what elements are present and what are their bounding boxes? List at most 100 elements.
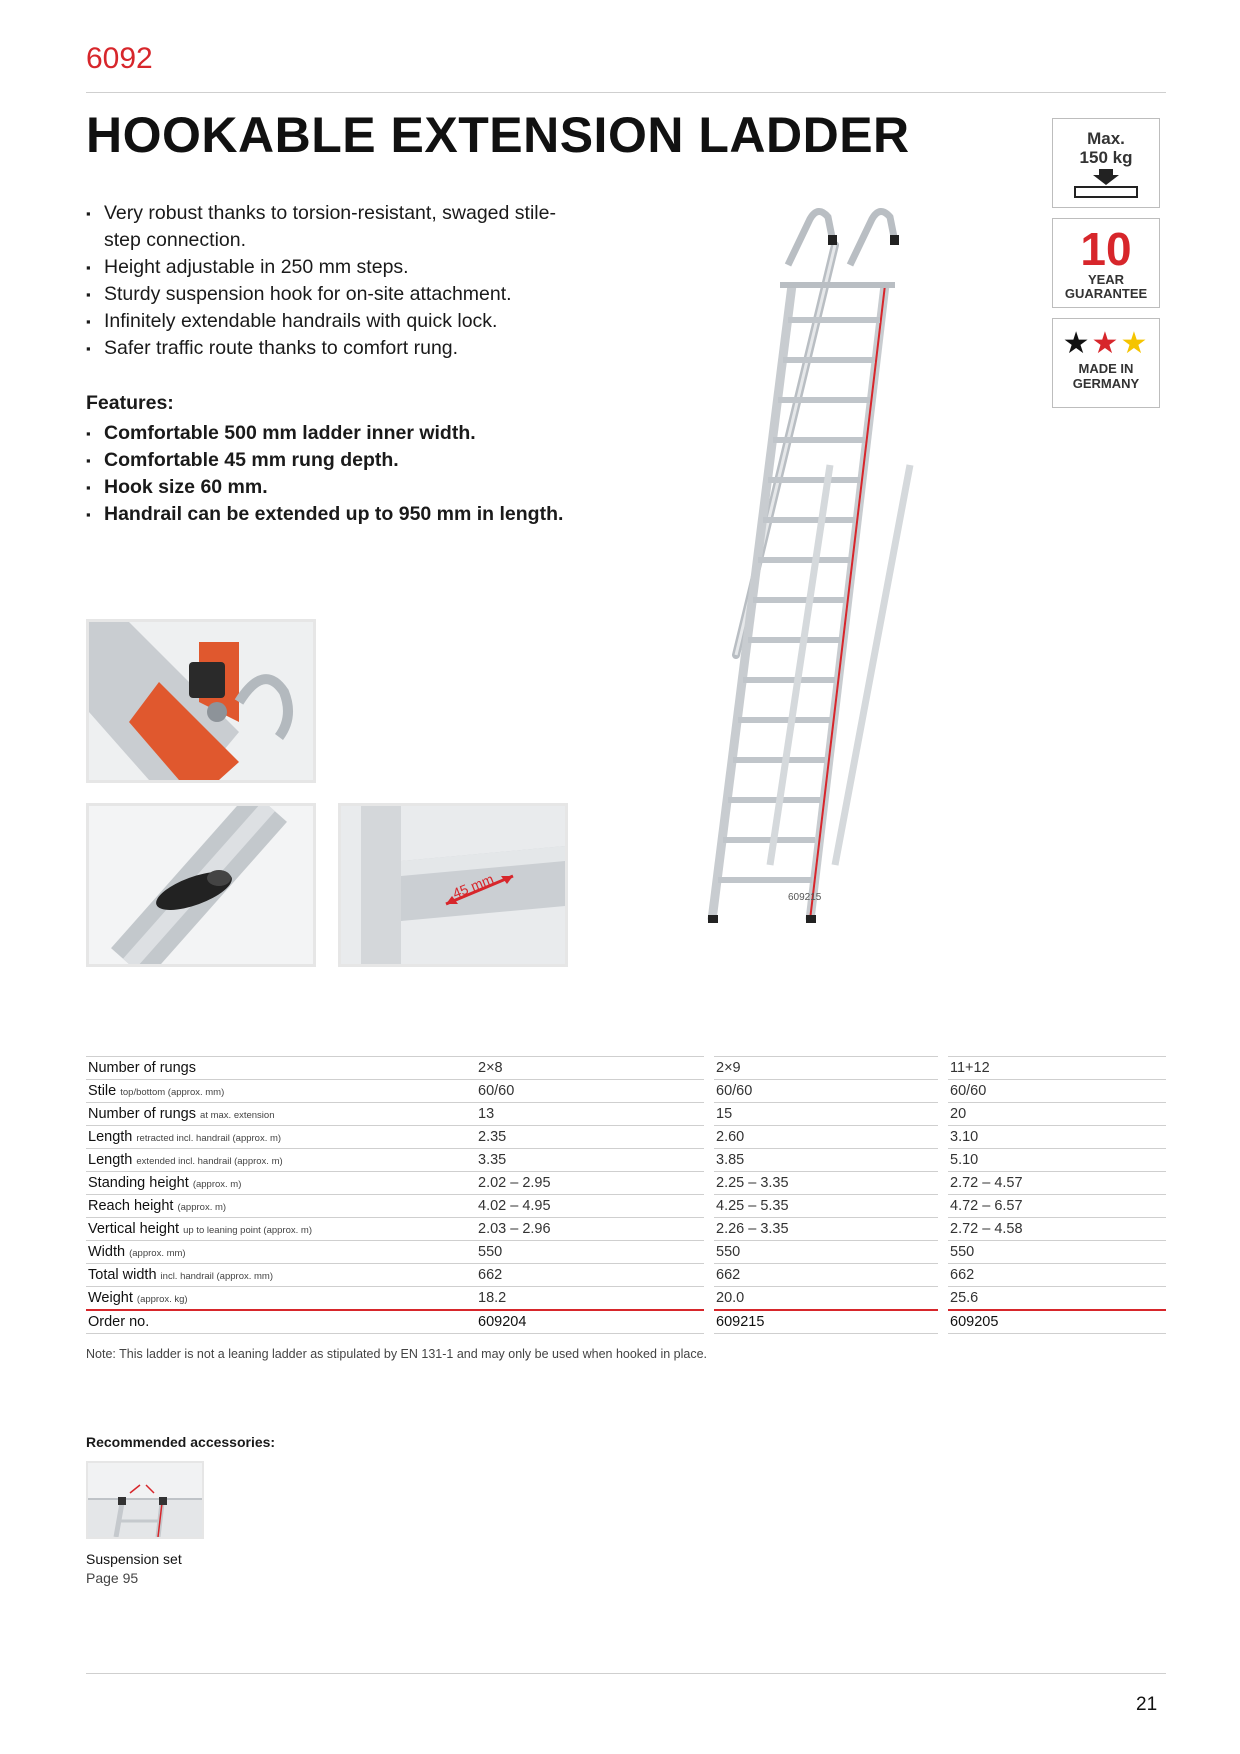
table-cell: 20 bbox=[948, 1102, 1166, 1126]
table-row: Weight (approx. kg) 18.2 20.0 25.6 bbox=[86, 1286, 1166, 1310]
table-cell: 11+12 bbox=[948, 1056, 1166, 1080]
table-cell: 20.0 bbox=[714, 1286, 938, 1310]
stars-icon: ★★★ bbox=[1062, 327, 1150, 360]
table-row: Stile top/bottom (approx. mm) 60/60 60/6… bbox=[86, 1079, 1166, 1103]
table-cell: 550 bbox=[476, 1240, 704, 1264]
table-row: Length retracted incl. handrail (approx.… bbox=[86, 1125, 1166, 1149]
accessories-heading: Recommended accessories: bbox=[86, 1434, 276, 1450]
features-list: Comfortable 500 mm ladder inner width. C… bbox=[86, 420, 646, 528]
table-row: Length extended incl. handrail (approx. … bbox=[86, 1148, 1166, 1172]
table-cell: 18.2 bbox=[476, 1286, 704, 1310]
accessory-name[interactable]: Suspension set bbox=[86, 1551, 182, 1567]
table-cell: 4.72 – 6.57 bbox=[948, 1194, 1166, 1218]
row-label: Vertical height bbox=[88, 1221, 180, 1237]
rung-depth-detail-image: 45 mm bbox=[338, 803, 568, 967]
row-qualifier: up to leaning point (approx. m) bbox=[183, 1225, 312, 1236]
specification-table: Number of rungs 2×8 2×9 11+12 Stile top/… bbox=[86, 1056, 1166, 1334]
row-label: Stile bbox=[88, 1083, 117, 1099]
hook-detail-drawing bbox=[89, 622, 313, 780]
benefits-list: Very robust thanks to torsion-resistant,… bbox=[86, 200, 586, 362]
row-qualifier: (approx. m) bbox=[177, 1202, 227, 1213]
table-row: Total width incl. handrail (approx. mm) … bbox=[86, 1263, 1166, 1287]
features-heading: Features: bbox=[86, 392, 174, 414]
page-number: 21 bbox=[1136, 1694, 1158, 1715]
table-cell: 4.02 – 4.95 bbox=[476, 1194, 704, 1218]
table-cell: 2.35 bbox=[476, 1125, 704, 1149]
table-cell: 2×8 bbox=[476, 1056, 704, 1080]
guarantee-years: 10 bbox=[1080, 223, 1132, 275]
table-row: Vertical height up to leaning point (app… bbox=[86, 1217, 1166, 1241]
table-cell: 550 bbox=[714, 1240, 938, 1264]
row-qualifier: (approx. m) bbox=[192, 1179, 242, 1190]
table-cell: 25.6 bbox=[948, 1286, 1166, 1310]
row-label: Total width bbox=[88, 1267, 157, 1283]
row-qualifier: retracted incl. handrail (approx. m) bbox=[136, 1133, 282, 1144]
benefit-item: Safer traffic route thanks to comfort ru… bbox=[86, 335, 586, 362]
table-cell: 2.26 – 3.35 bbox=[714, 1217, 938, 1241]
row-label: Number of rungs bbox=[88, 1106, 196, 1122]
feature-item: Hook size 60 mm. bbox=[86, 474, 646, 501]
table-cell: 2.60 bbox=[714, 1125, 938, 1149]
table-row: Number of rungs 2×8 2×9 11+12 bbox=[86, 1056, 1166, 1080]
feature-item: Comfortable 45 mm rung depth. bbox=[86, 447, 646, 474]
made-in-line2: GERMANY bbox=[1072, 376, 1140, 391]
table-cell: 60/60 bbox=[714, 1079, 938, 1103]
table-cell: 2.72 – 4.57 bbox=[948, 1171, 1166, 1195]
table-cell: 3.10 bbox=[948, 1125, 1166, 1149]
suspension-set-drawing bbox=[88, 1463, 202, 1537]
top-divider bbox=[86, 92, 1166, 93]
table-cell: 2.72 – 4.58 bbox=[948, 1217, 1166, 1241]
benefit-item: Sturdy suspension hook for on-site attac… bbox=[86, 281, 586, 308]
product-image-label: 609215 bbox=[788, 892, 822, 903]
table-cell: 662 bbox=[948, 1263, 1166, 1287]
quick-lock-drawing bbox=[89, 806, 313, 964]
product-code: 6092 bbox=[86, 42, 153, 75]
table-cell: 60/60 bbox=[476, 1079, 704, 1103]
page-title: HOOKABLE EXTENSION LADDER bbox=[86, 107, 910, 163]
table-cell: 2.03 – 2.96 bbox=[476, 1217, 704, 1241]
table-row: Reach height (approx. m) 4.02 – 4.95 4.2… bbox=[86, 1194, 1166, 1218]
row-label: Standing height bbox=[88, 1175, 189, 1191]
table-cell: 4.25 – 5.35 bbox=[714, 1194, 938, 1218]
row-qualifier: top/bottom (approx. mm) bbox=[120, 1087, 225, 1098]
row-label: Order no. bbox=[88, 1314, 150, 1330]
table-cell: 662 bbox=[476, 1263, 704, 1287]
row-qualifier: extended incl. handrail (approx. m) bbox=[136, 1156, 283, 1167]
table-row: Width (approx. mm) 550 550 550 bbox=[86, 1240, 1166, 1264]
row-qualifier: (approx. kg) bbox=[136, 1294, 188, 1305]
table-row: Standing height (approx. m) 2.02 – 2.95 … bbox=[86, 1171, 1166, 1195]
table-row: Order no. 609204 609215 609205 bbox=[86, 1309, 1166, 1334]
quick-lock-detail-image bbox=[86, 803, 316, 967]
table-cell: 2×9 bbox=[714, 1056, 938, 1080]
load-arrow-icon bbox=[1074, 169, 1138, 198]
made-in-line1: MADE IN bbox=[1078, 361, 1134, 376]
made-in-germany-badge: ★★★ MADE IN GERMANY bbox=[1052, 318, 1160, 408]
table-cell: 5.10 bbox=[948, 1148, 1166, 1172]
row-label: Reach height bbox=[88, 1198, 174, 1214]
table-cell: 662 bbox=[714, 1263, 938, 1287]
guarantee-line2: GUARANTEE bbox=[1064, 286, 1148, 301]
benefit-item: Height adjustable in 250 mm steps. bbox=[86, 254, 586, 281]
table-cell: 3.85 bbox=[714, 1148, 938, 1172]
guarantee-badge: 10 YEAR GUARANTEE bbox=[1052, 218, 1160, 308]
table-cell: 60/60 bbox=[948, 1079, 1166, 1103]
table-cell: 2.25 – 3.35 bbox=[714, 1171, 938, 1195]
row-qualifier: (approx. mm) bbox=[129, 1248, 186, 1259]
table-cell: 609205 bbox=[948, 1309, 1166, 1334]
benefit-item: Infinitely extendable handrails with qui… bbox=[86, 308, 586, 335]
suspension-set-image[interactable] bbox=[86, 1461, 204, 1539]
row-label: Number of rungs bbox=[88, 1060, 196, 1076]
row-qualifier: at max. extension bbox=[200, 1110, 275, 1121]
table-cell: 13 bbox=[476, 1102, 704, 1126]
row-label: Weight bbox=[88, 1290, 133, 1306]
row-qualifier: incl. handrail (approx. mm) bbox=[160, 1271, 274, 1282]
table-cell: 15 bbox=[714, 1102, 938, 1126]
feature-item: Comfortable 500 mm ladder inner width. bbox=[86, 420, 646, 447]
row-label: Length bbox=[88, 1129, 133, 1145]
table-row: Number of rungs at max. extension 13 15 … bbox=[86, 1102, 1166, 1126]
table-cell: 609204 bbox=[476, 1309, 704, 1334]
max-load-line2: 150 kg bbox=[1079, 148, 1133, 167]
accessory-page-ref[interactable]: Page 95 bbox=[86, 1570, 139, 1586]
max-load-line1: Max. bbox=[1087, 129, 1125, 148]
max-load-badge: Max. 150 kg bbox=[1052, 118, 1160, 208]
